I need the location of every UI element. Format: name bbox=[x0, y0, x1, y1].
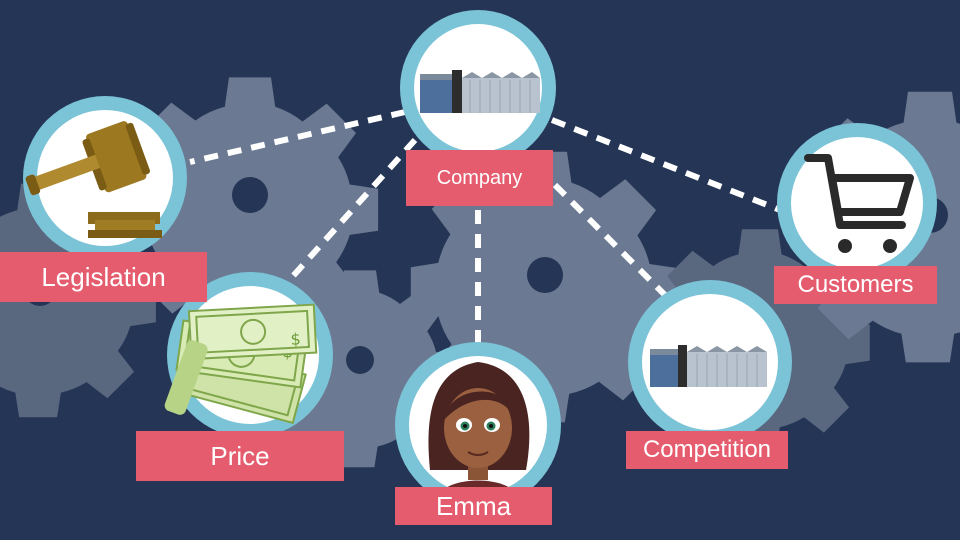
building-icon bbox=[650, 345, 767, 387]
money-stack-icon: $ $ $ bbox=[164, 303, 318, 425]
label-competition: Competition bbox=[626, 431, 788, 469]
gear-left bbox=[121, 77, 379, 336]
node-company bbox=[400, 10, 556, 166]
building-icon bbox=[420, 70, 540, 113]
label-price: Price bbox=[136, 431, 344, 481]
connector-company-competition bbox=[552, 182, 673, 303]
node-competition bbox=[628, 280, 792, 444]
connector-company-legislation bbox=[189, 109, 406, 165]
gear-center bbox=[410, 151, 680, 423]
label-company: Company bbox=[406, 150, 553, 206]
shopping-cart-icon bbox=[804, 154, 914, 253]
node-emma bbox=[395, 342, 561, 508]
gear-center-bottom bbox=[262, 270, 458, 468]
connector-company-customers bbox=[550, 117, 782, 213]
label-legislation: Legislation bbox=[0, 252, 207, 302]
node-legislation bbox=[23, 96, 187, 260]
node-price: $ $ $ bbox=[164, 272, 333, 438]
label-customers: Customers bbox=[774, 266, 937, 304]
node-customers bbox=[777, 123, 937, 283]
gavel-icon bbox=[25, 121, 162, 238]
connector-company-price bbox=[282, 137, 418, 288]
label-emma: Emma bbox=[395, 487, 552, 525]
svg-text:$: $ bbox=[290, 329, 301, 349]
